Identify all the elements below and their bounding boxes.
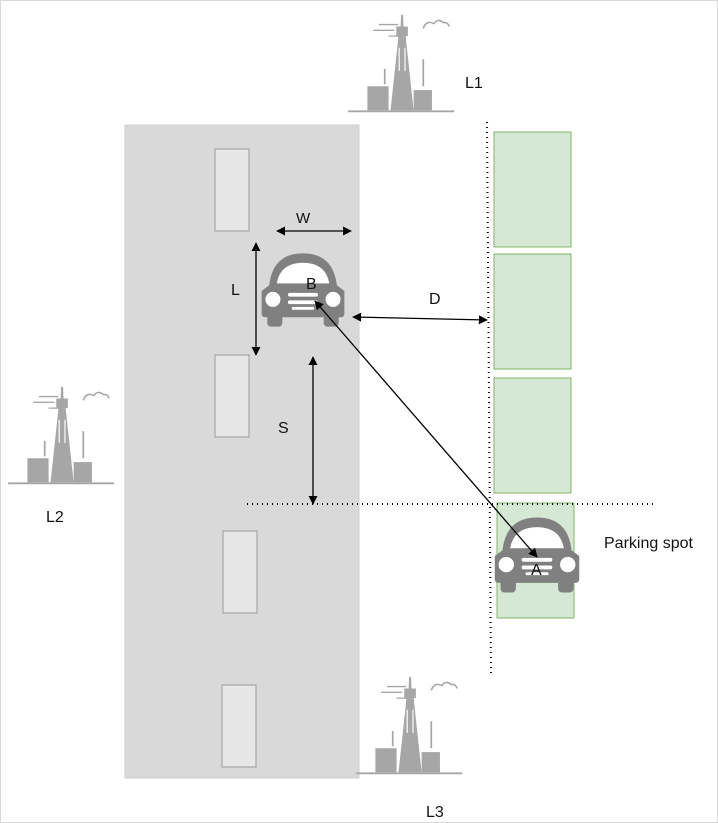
- lane-marking: [221, 684, 257, 768]
- lane-marking: [214, 354, 250, 438]
- label-l2: L2: [46, 509, 64, 526]
- label-length: L: [231, 282, 240, 299]
- label-spacing: S: [278, 420, 289, 437]
- label-width: W: [296, 210, 311, 227]
- a-to-b-arrow: [314, 300, 538, 558]
- lane-marking: [214, 148, 250, 232]
- landmark-tower-icon: [7, 385, 116, 485]
- parking-bay: [493, 253, 572, 370]
- parking-bay: [493, 377, 572, 494]
- landmark-tower-icon: [355, 675, 464, 775]
- parking-bay: [493, 131, 572, 248]
- label-distance: D: [429, 291, 441, 308]
- distance-arrow: [352, 312, 488, 325]
- label-l1: L1: [465, 75, 483, 92]
- label-parking-spot: Parking spot: [604, 535, 693, 552]
- lane-marking: [222, 530, 258, 614]
- curb-dotted-line: [486, 121, 492, 677]
- label-point-b: B: [306, 276, 317, 293]
- landmark-tower-icon: [347, 13, 456, 113]
- label-l3: L3: [426, 804, 444, 821]
- label-point-a: A: [531, 562, 542, 579]
